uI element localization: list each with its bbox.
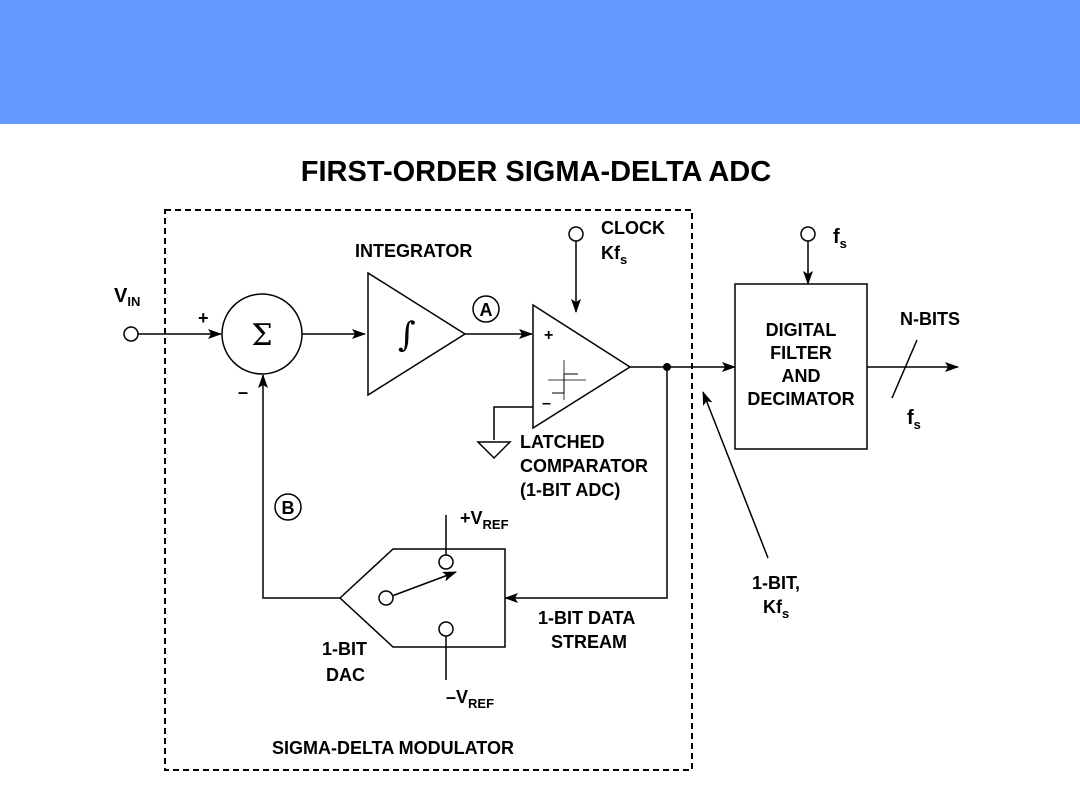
filter-label-line-4: DECIMATOR (747, 389, 854, 409)
vref-pos-label: +VREF (460, 508, 509, 532)
dac-switch-arm (391, 571, 457, 597)
bit-rate-label-line-2: Kfs (763, 597, 789, 621)
dac-label-line-2: DAC (326, 665, 365, 685)
header-band (0, 0, 1080, 124)
integrator-label: INTEGRATOR (355, 241, 472, 261)
output-bits-label: N-BITS (900, 309, 960, 329)
modulator-boundary (164, 209, 693, 771)
ground-wire (493, 406, 533, 440)
comparator-label-line-2: COMPARATOR (520, 456, 648, 476)
fs-input-label: fs (833, 226, 847, 251)
comparator-minus-sign: – (542, 395, 551, 412)
node-a-label: A (480, 300, 493, 320)
comparator-label-line-1: LATCHED (520, 432, 605, 452)
feedback-wire (258, 374, 340, 599)
integral-symbol: ∫ (398, 315, 416, 355)
dac-block (338, 548, 506, 648)
vin-label: VIN (114, 285, 140, 309)
sigma-symbol: Σ (251, 318, 272, 353)
clock-terminal (568, 226, 584, 242)
filter-label-line-3: AND (782, 366, 821, 386)
fs-output-label: fs (907, 407, 921, 432)
summer-plus-sign: + (198, 308, 209, 328)
integrator-block (367, 271, 467, 397)
node-b-marker (274, 493, 302, 521)
bus-slash (891, 339, 918, 399)
vin-terminal (123, 326, 139, 342)
node-a-marker (472, 295, 500, 323)
stream-label-line-2: STREAM (551, 632, 627, 652)
stream-label-line-1: 1-BIT DATA (538, 608, 635, 628)
comparator-label-line-3: (1-BIT ADC) (520, 480, 620, 500)
dac-label-line-1: 1-BIT (322, 639, 367, 659)
filter-label-line-2: FILTER (770, 343, 832, 363)
summer-minus-sign: – (238, 382, 248, 402)
clock-label: CLOCK (601, 218, 665, 238)
ground-icon (476, 441, 512, 460)
fs-clock-terminal (800, 226, 816, 242)
dac-switch-pivot (378, 590, 394, 606)
digital-filter-block (734, 283, 868, 450)
comparator-plus-sign: + (544, 327, 553, 344)
filter-label-line-1: DIGITAL (766, 320, 837, 340)
vref-neg-label: –VREF (446, 687, 494, 711)
comparator-block (532, 303, 632, 430)
bit-rate-pointer (702, 391, 769, 559)
diagram-title: FIRST-ORDER SIGMA-DELTA ADC (300, 156, 772, 188)
dac-vref-neg-contact (438, 621, 454, 637)
bit-rate-label-line-1: 1-BIT, (752, 573, 800, 593)
clock-rate-label: Kfs (601, 243, 627, 267)
data-stream-wire (504, 367, 668, 603)
node-b-label: B (282, 498, 295, 518)
dac-vref-pos-contact (438, 554, 454, 570)
modulator-label: SIGMA-DELTA MODULATOR (272, 738, 514, 758)
